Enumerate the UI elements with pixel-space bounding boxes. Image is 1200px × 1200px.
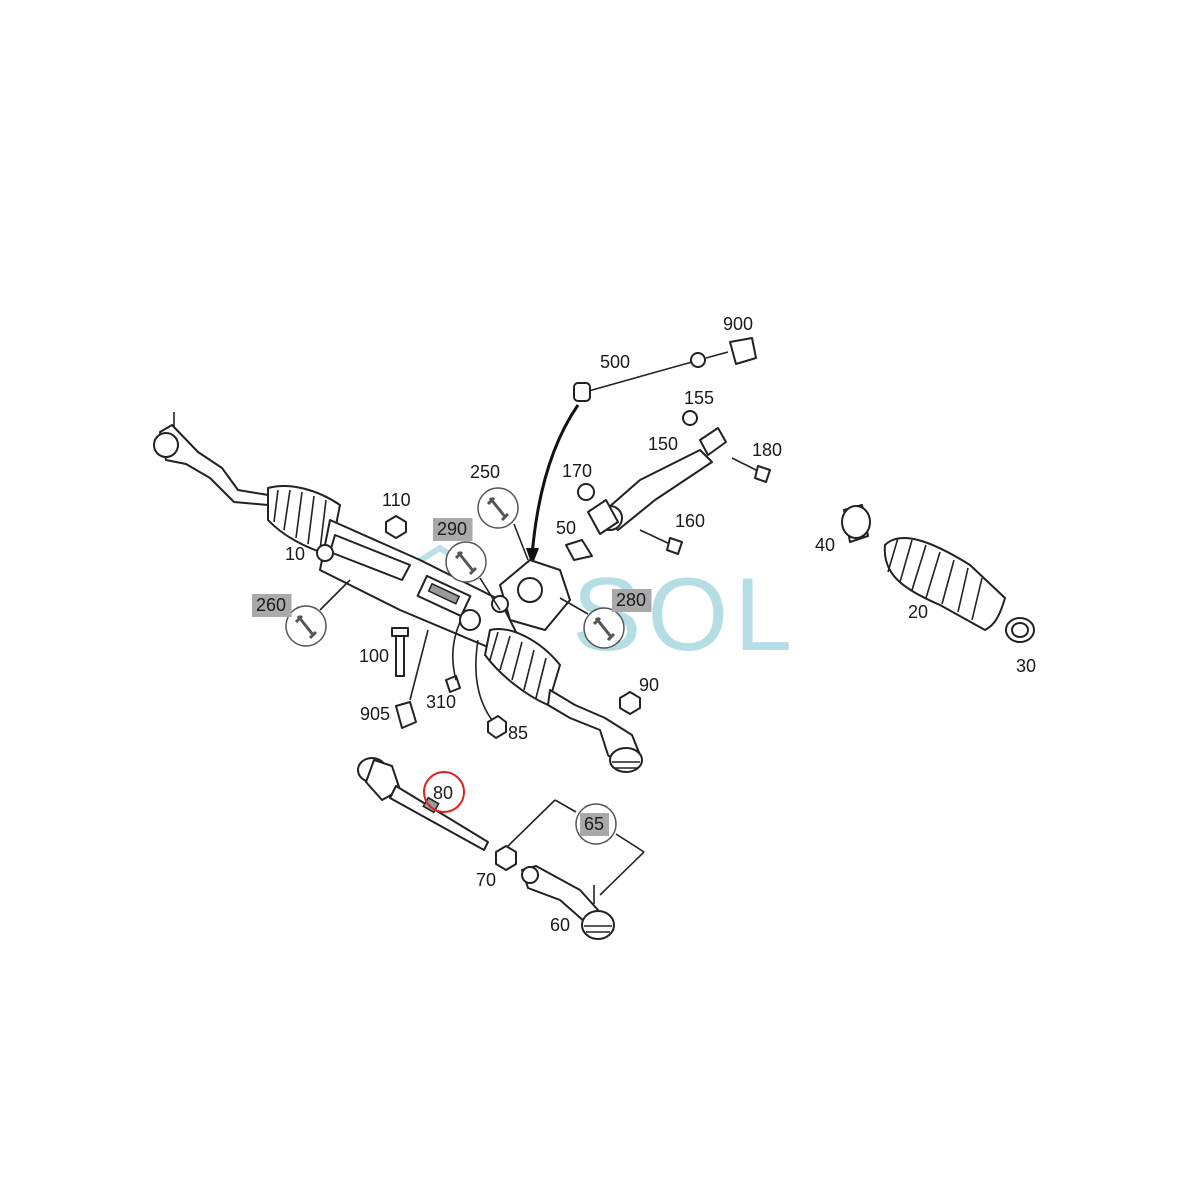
steering-rack-housing (153, 412, 643, 773)
callout-170-label: 170 (562, 461, 592, 481)
routing-arrow (530, 404, 580, 557)
callout-155-label: 155 (684, 388, 714, 408)
callout-30-label: 30 (1016, 656, 1036, 676)
callout-905: 905 (360, 704, 390, 724)
callout-260: 260 (252, 594, 292, 617)
callout-labels: 900 500 155 150 180 250 170 110 290 50 160 40 10 280 2… (252, 314, 1036, 935)
tie-rod-end-60-part (521, 865, 615, 940)
wrench-260-icon (285, 579, 351, 647)
callout-280-label: 280 (616, 590, 646, 610)
callout-160-label: 160 (675, 511, 705, 531)
callout-20-label: 20 (908, 602, 928, 622)
callout-85-label: 85 (508, 723, 528, 743)
callout-250: 250 (470, 462, 500, 482)
callout-40-label: 40 (815, 535, 835, 555)
callout-290-label: 290 (437, 519, 467, 539)
wrench-280-icon (559, 597, 625, 649)
callout-150: 150 (648, 434, 678, 454)
callout-50: 50 (556, 518, 576, 538)
callout-900-label: 900 (723, 314, 753, 334)
callout-280: 280 (612, 589, 652, 612)
boot-20-part (883, 537, 1006, 631)
callout-10: 10 (285, 544, 305, 564)
callout-110-label: 110 (382, 490, 411, 510)
callout-500-label: 500 (600, 352, 630, 372)
callout-85: 85 (508, 723, 528, 743)
callout-80: 80 (423, 771, 465, 813)
callout-60: 60 (550, 915, 570, 935)
intermediate-shaft (565, 410, 771, 561)
callout-280-shade (612, 589, 652, 612)
callout-90-label: 90 (639, 675, 659, 695)
tie-rod-kit (357, 757, 615, 940)
callout-500: 500 (600, 352, 630, 372)
wrench-250-icon (477, 487, 529, 561)
callout-100-label: 100 (359, 646, 389, 666)
callout-180: 180 (752, 440, 782, 460)
callout-65-shade (580, 813, 609, 836)
callout-150-label: 150 (648, 434, 678, 454)
boot-kit (841, 504, 1035, 643)
callout-260-shade (252, 594, 292, 617)
callout-50-label: 50 (556, 518, 576, 538)
highlight-circle (423, 771, 465, 813)
callout-60-label: 60 (550, 915, 570, 935)
sensor-900-part (729, 337, 757, 365)
callout-70: 70 (476, 870, 496, 890)
callout-90: 90 (639, 675, 659, 695)
callout-110: 110 (382, 490, 411, 510)
callout-900: 900 (723, 314, 753, 334)
cable-assembly (526, 337, 757, 566)
callout-65: 65 (580, 813, 609, 836)
cable-end-part (573, 382, 591, 402)
callout-100: 100 (359, 646, 389, 666)
callout-905-label: 905 (360, 704, 390, 724)
callout-10-label: 10 (285, 544, 305, 564)
callout-180-label: 180 (752, 440, 782, 460)
callout-290: 290 (433, 518, 473, 541)
callout-30: 30 (1016, 656, 1036, 676)
callout-80-label: 80 (433, 783, 453, 803)
callout-40: 40 (815, 535, 835, 555)
nut-70-part (495, 845, 517, 871)
callout-310: 310 (426, 692, 456, 712)
callout-65-label: 65 (584, 814, 604, 834)
callout-170: 170 (562, 461, 592, 481)
callout-310-label: 310 (426, 692, 456, 712)
wrench-290-icon (445, 541, 501, 611)
callout-70-label: 70 (476, 870, 496, 890)
callout-155: 155 (684, 388, 714, 408)
callout-260-label: 260 (256, 595, 286, 615)
inner-tie-rod-80-part (357, 757, 489, 851)
callout-20: 20 (908, 602, 928, 622)
callout-250-label: 250 (470, 462, 500, 482)
cable-connector-part (690, 352, 706, 368)
callout-290-shade (433, 518, 473, 541)
callout-160: 160 (675, 511, 705, 531)
